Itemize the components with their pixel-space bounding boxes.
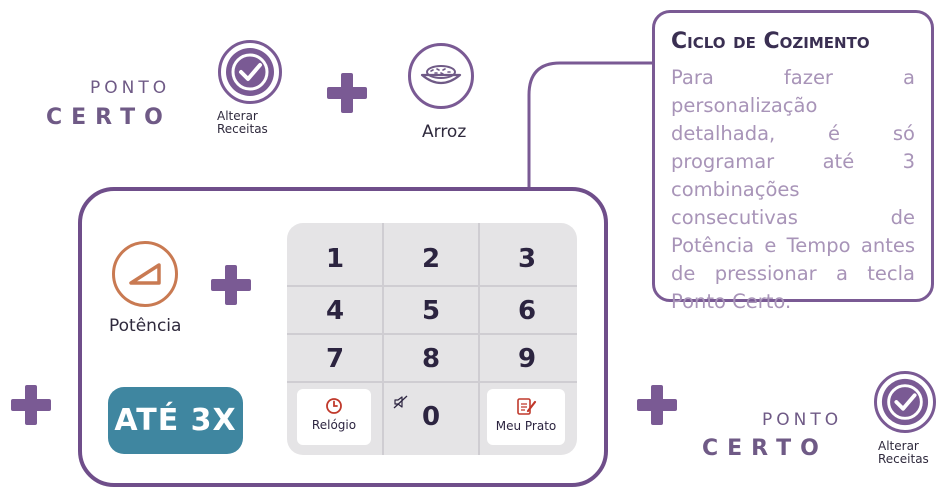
alter-recipes-button[interactable] — [218, 40, 282, 104]
plus-icon — [327, 73, 367, 113]
connector-line — [527, 61, 654, 188]
callout-title: Ciclo de Cozimento — [671, 29, 870, 54]
plus-icon — [211, 265, 251, 305]
alter-recipes-label-2: Alterar Receitas — [878, 439, 929, 466]
rice-label: Arroz — [422, 122, 467, 142]
meu-prato-label: Meu Prato — [495, 419, 557, 433]
key-3[interactable]: 3 — [517, 244, 537, 274]
clock-label: Relógio — [311, 418, 357, 432]
power-button[interactable] — [112, 241, 178, 307]
key-1[interactable]: 1 — [325, 244, 345, 274]
notepad-pen-icon — [517, 398, 537, 415]
plus-icon — [637, 385, 677, 425]
alter-recipes-label: Alterar Receitas — [217, 109, 268, 136]
callout-text: Para fazer a personalização detalhada, é… — [671, 66, 915, 313]
key-7[interactable]: 7 — [325, 344, 345, 374]
check-badge-icon — [881, 378, 929, 426]
brand-logo-top-word: PONTO — [90, 78, 171, 98]
plus-icon — [11, 385, 51, 425]
brand-logo-bottom-word-2: CERTO — [702, 436, 828, 461]
rice-bowl-icon — [420, 65, 462, 85]
check-badge-icon — [226, 48, 274, 96]
numeric-keypad: 1 2 3 4 5 6 7 8 9 Relógio 0 Meu Prato — [287, 223, 577, 455]
brand-logo-bottom-word: CERTO — [46, 105, 172, 130]
up-to-3x-badge: ATÉ 3X — [108, 387, 243, 454]
rice-button[interactable] — [408, 43, 474, 109]
key-8[interactable]: 8 — [421, 344, 441, 374]
key-5[interactable]: 5 — [421, 296, 441, 326]
key-0[interactable]: 0 — [421, 402, 441, 432]
clock-icon — [326, 398, 342, 414]
key-4[interactable]: 4 — [325, 296, 345, 326]
power-triangle-icon — [129, 263, 161, 285]
meu-prato-button[interactable]: Meu Prato — [487, 389, 565, 445]
clock-button[interactable]: Relógio — [297, 389, 371, 445]
brand-logo-top-word-2: PONTO — [762, 410, 843, 430]
mute-icon — [393, 395, 408, 409]
key-9[interactable]: 9 — [517, 344, 537, 374]
power-label: Potência — [109, 316, 182, 336]
key-2[interactable]: 2 — [421, 244, 441, 274]
key-6[interactable]: 6 — [517, 296, 537, 326]
alter-recipes-button-2[interactable] — [874, 371, 936, 433]
cooking-cycle-callout: Ciclo de Cozimento Para fazer a personal… — [652, 10, 934, 313]
